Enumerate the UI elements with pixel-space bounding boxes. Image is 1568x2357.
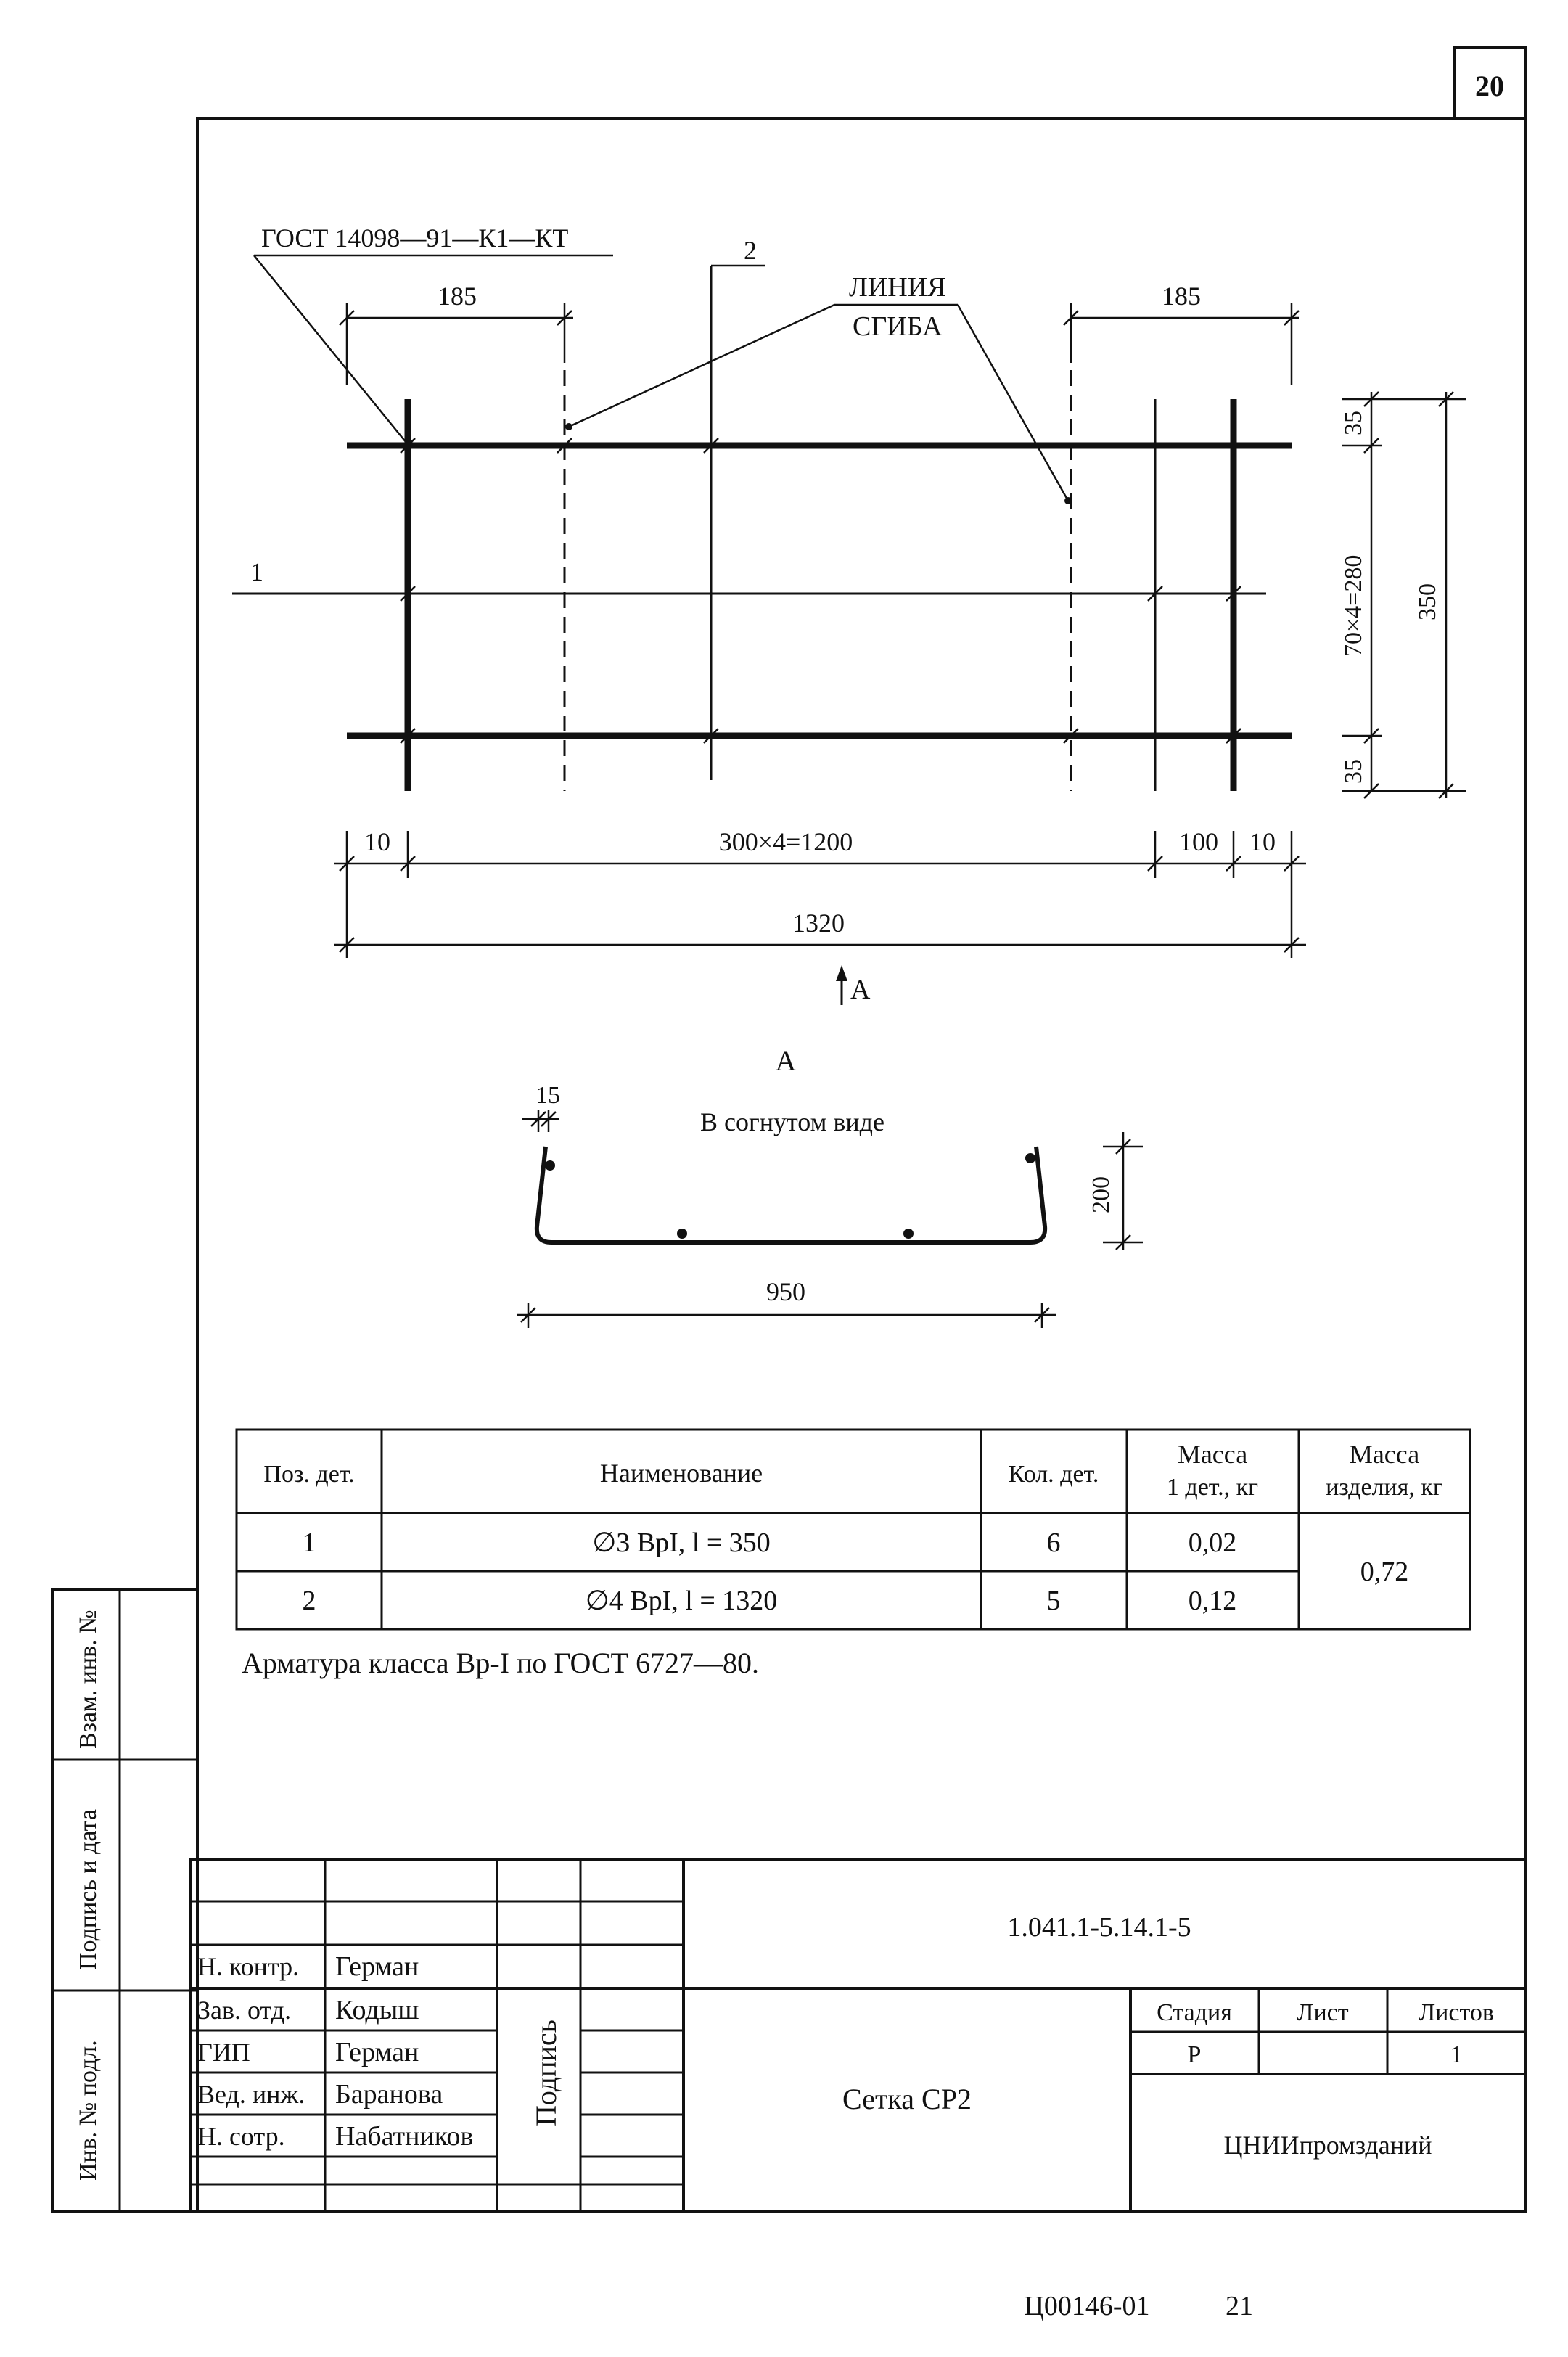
name-2: Кодыш xyxy=(335,1995,419,2025)
spec-table: Поз. дет. Наименование Кол. дет. Масса 1… xyxy=(235,1428,1471,1631)
th-total-1: Масса xyxy=(1350,1440,1419,1469)
bend-line-label-1: ЛИНИЯ xyxy=(849,272,945,303)
bar-section-1 xyxy=(545,1160,555,1171)
row1-pos: 1 xyxy=(303,1528,316,1558)
title-block: Н. контр. Герман Зав. отд. Кодыш ГИП Гер… xyxy=(189,1858,1527,2213)
role-3: ГИП xyxy=(197,2038,250,2067)
dim-15: 15 xyxy=(522,1082,560,1132)
mesh-plan-view: ГОСТ 14098—91—К1—КТ 2 1 ЛИНИЯ СГИБА xyxy=(232,224,1466,1005)
pos1-leader: 1 xyxy=(250,557,263,586)
footer-code: Ц00146-01 xyxy=(1024,2291,1149,2321)
dim-185-right: 185 xyxy=(1063,282,1300,385)
pos2-label: 2 xyxy=(744,236,757,265)
dim-10-left-text: 10 xyxy=(364,827,390,856)
bar-section-2 xyxy=(677,1229,687,1239)
role-1: Н. контр. xyxy=(197,1952,299,1981)
dim-950-text: 950 xyxy=(766,1277,805,1306)
side-vzam: Взам. инв. № xyxy=(75,1610,102,1749)
bar-section-4 xyxy=(1025,1153,1035,1163)
name-4: Баранова xyxy=(335,2079,443,2110)
side-stamp: Взам. инв. № Подпись и дата Инв. № подл. xyxy=(51,1588,199,2213)
dim-185-left-text: 185 xyxy=(438,282,477,311)
th-pos: Поз. дет. xyxy=(263,1461,354,1488)
bend-line-label-2: СГИБА xyxy=(853,311,943,342)
dim-350: 350 xyxy=(1414,391,1454,799)
stage-value: Р xyxy=(1188,2041,1202,2068)
dim-350-text: 350 xyxy=(1414,583,1441,620)
doc-code: 1.041.1-5.14.1-5 xyxy=(1007,1912,1191,1943)
row2-qty: 5 xyxy=(1047,1586,1061,1616)
object-name: Сетка СР2 xyxy=(842,2083,972,2115)
row2-name: ∅4 ВрI, l = 1320 xyxy=(586,1586,778,1616)
pos1-label: 1 xyxy=(250,557,263,586)
page-number-box: 20 xyxy=(1453,46,1527,120)
gost-leader: ГОСТ 14098—91—К1—КТ xyxy=(253,224,613,443)
stage-header: Стадия xyxy=(1157,1999,1232,2026)
dim-200: 200 xyxy=(1088,1132,1143,1250)
th-qty: Кол. дет. xyxy=(1009,1461,1099,1488)
organization: ЦНИИпромзданий xyxy=(1223,2131,1432,2160)
dim-horizontal-chain: 10 300×4=1200 100 10 xyxy=(334,827,1306,958)
dim-70x4-text: 70×4=280 xyxy=(1340,555,1367,657)
row2-mass: 0,12 xyxy=(1189,1586,1237,1616)
view-arrow-a: А xyxy=(836,965,871,1005)
role-2: Зав. отд. xyxy=(197,1996,291,2025)
note-text: Арматура класса Вр-I по ГОСТ 6727—80. xyxy=(242,1647,759,1679)
section-a-bent-view: А В согнутом виде 15 200 xyxy=(517,1044,1143,1328)
side-podpis: Подпись и дата xyxy=(75,1809,102,1970)
sheets-header: Листов xyxy=(1419,1999,1494,2026)
signature-label: Подпись xyxy=(530,2020,562,2126)
total-mass: 0,72 xyxy=(1360,1557,1409,1587)
gost-label: ГОСТ 14098—91—К1—КТ xyxy=(261,224,568,253)
sheets-value: 1 xyxy=(1450,2041,1463,2068)
dim-950: 950 xyxy=(517,1277,1056,1328)
sheet-header: Лист xyxy=(1297,1999,1348,2026)
dim-185-left: 185 xyxy=(339,282,573,385)
dim-300x4-text: 300×4=1200 xyxy=(719,827,853,856)
th-mass-2: 1 дет., кг xyxy=(1167,1474,1258,1501)
dim-1320: 1320 xyxy=(334,909,1306,953)
bent-bar-profile xyxy=(534,1146,1048,1245)
dim-10-right-text: 10 xyxy=(1249,827,1276,856)
row2-pos: 2 xyxy=(303,1586,316,1616)
main-frame xyxy=(196,117,1527,2213)
th-mass-1: Масса xyxy=(1178,1440,1247,1469)
bar-section-3 xyxy=(903,1229,914,1239)
name-1: Герман xyxy=(335,1951,419,1982)
th-name: Наименование xyxy=(600,1459,763,1488)
dim-185-right-text: 185 xyxy=(1162,282,1201,311)
th-total-2: изделия, кг xyxy=(1326,1474,1443,1501)
dim-35-top-text: 35 xyxy=(1340,411,1367,435)
view-arrow-label: А xyxy=(850,975,871,1005)
row1-qty: 6 xyxy=(1047,1528,1061,1558)
row1-mass: 0,02 xyxy=(1189,1528,1237,1558)
dim-100-text: 100 xyxy=(1179,827,1218,856)
row1-name: ∅3 ВрI, l = 350 xyxy=(592,1528,771,1558)
name-5: Набатников xyxy=(335,2121,473,2152)
section-subtitle: В согнутом виде xyxy=(700,1107,884,1136)
footer-number: 21 xyxy=(1226,2291,1253,2321)
page-number: 20 xyxy=(1475,70,1504,102)
section-title: А xyxy=(776,1044,797,1077)
pos2-leader: 2 xyxy=(711,236,765,267)
dim-15-text: 15 xyxy=(535,1082,560,1109)
dim-200-text: 200 xyxy=(1088,1176,1115,1213)
role-5: Н. сотр. xyxy=(197,2122,285,2151)
side-inv: Инв. № подл. xyxy=(75,2040,102,2181)
bend-line-leader: ЛИНИЯ СГИБА xyxy=(565,272,1072,504)
weld-ticks xyxy=(400,438,1241,744)
role-4: Вед. инж. xyxy=(197,2080,305,2109)
dim-1320-text: 1320 xyxy=(792,909,845,938)
dim-vertical-chain: 35 70×4=280 35 xyxy=(1340,391,1466,799)
dim-35-bottom-text: 35 xyxy=(1340,759,1367,784)
name-3: Герман xyxy=(335,2037,419,2067)
